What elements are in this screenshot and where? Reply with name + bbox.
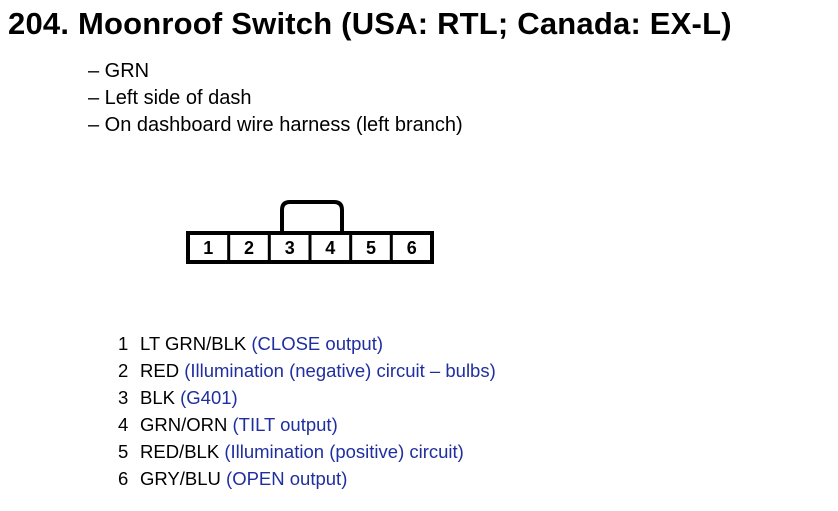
connector-details-list: – GRN – Left side of dash – On dashboard… <box>88 58 463 139</box>
connector-color: – GRN <box>88 60 150 82</box>
pin-number: 4 <box>118 414 129 435</box>
pin-row: 1 LT GRN/BLK (CLOSE output) <box>118 330 496 357</box>
connector-location: – Left side of dash <box>88 87 252 109</box>
pin-row: 5 RED/BLK (Illumination (positive) circui… <box>118 438 496 465</box>
pin-description: (Illumination (positive) circuit) <box>224 441 464 462</box>
pin-number: 5 <box>118 441 129 462</box>
pin-wire-color: RED <box>140 360 180 381</box>
pin-description: (CLOSE output) <box>251 333 384 354</box>
pin-description: (Illumination (negative) circuit – bulbs… <box>184 360 496 381</box>
pin-row: 3 BLK (G401) <box>118 384 496 411</box>
cavity-number-4: 4 <box>325 238 335 258</box>
cavity-number-1: 1 <box>203 238 213 258</box>
pin-wire-color: BLK <box>140 387 175 408</box>
connector-harness: – On dashboard wire harness (left branch… <box>88 114 463 136</box>
pin-number: 6 <box>118 468 129 489</box>
pin-wire-color: LT GRN/BLK <box>140 333 247 354</box>
connector-locking-tab <box>280 200 344 233</box>
cavity-number-6: 6 <box>407 238 417 258</box>
pin-number: 3 <box>118 387 129 408</box>
pin-description: (G401) <box>180 387 238 408</box>
cavity-number-2: 2 <box>244 238 254 258</box>
pin-row: 2 RED (Illumination (negative) circuit – … <box>118 357 496 384</box>
connector-diagram: 1 2 3 4 5 6 <box>186 200 434 264</box>
pin-number: 2 <box>118 360 129 381</box>
page-title: 204. Moonroof Switch (USA: RTL; Canada: … <box>8 6 732 41</box>
cavity-number-5: 5 <box>366 238 376 258</box>
pin-list: 1 LT GRN/BLK (CLOSE output) 2 RED (Illumin… <box>118 330 496 492</box>
pin-number: 1 <box>118 333 129 354</box>
pin-description: (OPEN output) <box>226 468 348 489</box>
pin-wire-color: GRN/ORN <box>140 414 228 435</box>
pin-wire-color: RED/BLK <box>140 441 220 462</box>
cavity-number-3: 3 <box>285 238 295 258</box>
pin-row: 6 GRY/BLU (OPEN output) <box>118 465 496 492</box>
pin-row: 4 GRN/ORN (TILT output) <box>118 411 496 438</box>
pin-description: (TILT output) <box>232 414 338 435</box>
pin-wire-color: GRY/BLU <box>140 468 221 489</box>
